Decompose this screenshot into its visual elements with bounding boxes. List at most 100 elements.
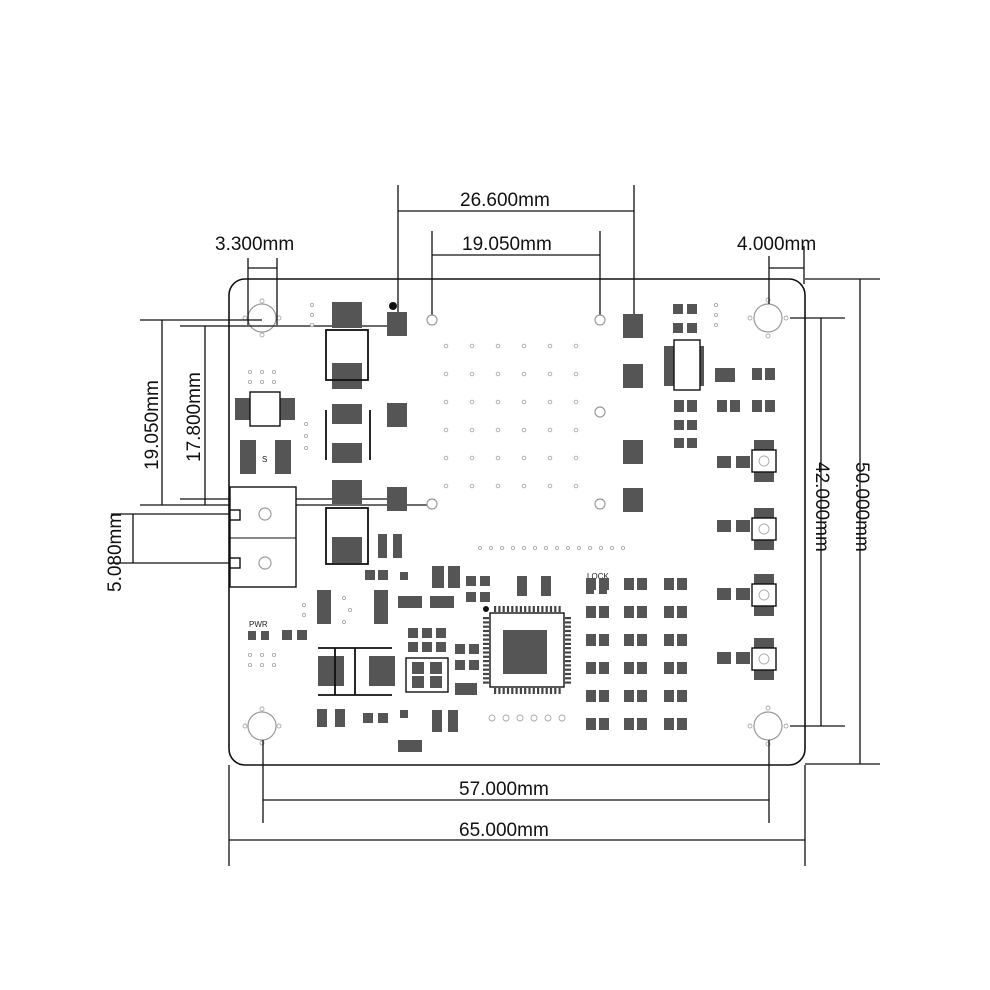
via — [259, 662, 265, 668]
chip-pin — [528, 688, 531, 694]
chip-pin — [532, 688, 535, 694]
chip-pin — [554, 688, 557, 694]
via — [554, 545, 560, 551]
via — [713, 312, 719, 318]
via — [259, 369, 265, 375]
via — [443, 343, 449, 349]
via — [259, 379, 265, 385]
smd-pad — [677, 718, 687, 730]
chip-pin — [506, 606, 510, 612]
silk-pwr: PWR — [249, 620, 268, 629]
via — [443, 371, 449, 377]
chip-pin — [483, 617, 489, 620]
via — [309, 302, 315, 308]
via — [443, 399, 449, 405]
smd-pad — [664, 578, 674, 590]
chip-pin — [483, 634, 489, 637]
smd-pad — [664, 718, 674, 730]
chip-pin — [494, 606, 497, 612]
dim-board-height: 50.000mm — [851, 462, 872, 552]
smd-pad — [624, 606, 634, 618]
via — [469, 371, 475, 377]
via — [713, 302, 719, 308]
chip-pin — [565, 655, 571, 658]
chip-pin — [537, 688, 540, 694]
center-left-components — [378, 534, 551, 752]
smd-pad — [637, 578, 647, 590]
chip-pin — [565, 651, 571, 654]
via — [477, 545, 483, 551]
via — [573, 343, 579, 349]
smd-pad — [637, 634, 647, 646]
chip-pin — [565, 617, 571, 620]
smd-pad — [586, 634, 596, 646]
via — [521, 455, 527, 461]
dim-connector-pitch: 5.080mm — [105, 513, 126, 592]
chip-pin — [483, 672, 489, 676]
via — [303, 433, 309, 439]
smd-pad — [664, 634, 674, 646]
via — [620, 545, 626, 551]
via — [547, 343, 553, 349]
chip-pin — [565, 625, 571, 628]
via — [495, 427, 501, 433]
dim-board-width: 65.000mm — [459, 820, 549, 841]
chip-pin — [541, 688, 544, 694]
via — [495, 483, 501, 489]
chip-pin — [483, 647, 489, 650]
chip-pin — [565, 677, 571, 680]
chip-pin — [541, 606, 544, 612]
smd-pad — [624, 690, 634, 702]
via — [713, 322, 719, 328]
chip-pin — [502, 688, 505, 694]
chip-pin — [515, 606, 518, 612]
via — [547, 371, 553, 377]
smd-pad — [599, 662, 609, 674]
chip-pin — [483, 660, 489, 663]
via — [530, 714, 538, 722]
via — [516, 714, 524, 722]
smd-pad — [599, 718, 609, 730]
via — [573, 399, 579, 405]
smd-pad — [637, 606, 647, 618]
via — [247, 369, 253, 375]
via — [495, 371, 501, 377]
via — [499, 545, 505, 551]
smd-pad — [677, 690, 687, 702]
via — [443, 427, 449, 433]
via — [341, 595, 347, 601]
smd-pad — [677, 634, 687, 646]
via — [521, 399, 527, 405]
via — [495, 343, 501, 349]
chip-pin — [565, 621, 571, 624]
mounting-hole-bottom-right — [753, 711, 783, 741]
via — [521, 371, 527, 377]
via — [521, 343, 527, 349]
via — [573, 371, 579, 377]
smd-pad — [624, 718, 634, 730]
smd-pad — [599, 634, 609, 646]
via — [488, 714, 496, 722]
right-top-components — [623, 304, 775, 512]
chip-pin — [565, 647, 571, 650]
terminal-block-connector — [229, 486, 297, 588]
chip-pin — [511, 688, 514, 694]
chip-pin — [565, 634, 571, 637]
dimension-lines — [111, 185, 880, 866]
smd-pad — [586, 606, 596, 618]
chip-pin — [483, 642, 489, 645]
smd-pad — [586, 718, 596, 730]
chip-pin — [554, 606, 557, 612]
via — [598, 545, 604, 551]
lower-right-components: LOCK — [586, 572, 687, 730]
via — [573, 483, 579, 489]
chip-pin — [483, 621, 489, 624]
via — [469, 455, 475, 461]
smd-pad — [624, 578, 634, 590]
chip-pin — [502, 606, 505, 612]
smd-pad — [586, 690, 596, 702]
via — [587, 545, 593, 551]
chip-pin — [545, 688, 548, 694]
chip-pin — [565, 629, 571, 633]
